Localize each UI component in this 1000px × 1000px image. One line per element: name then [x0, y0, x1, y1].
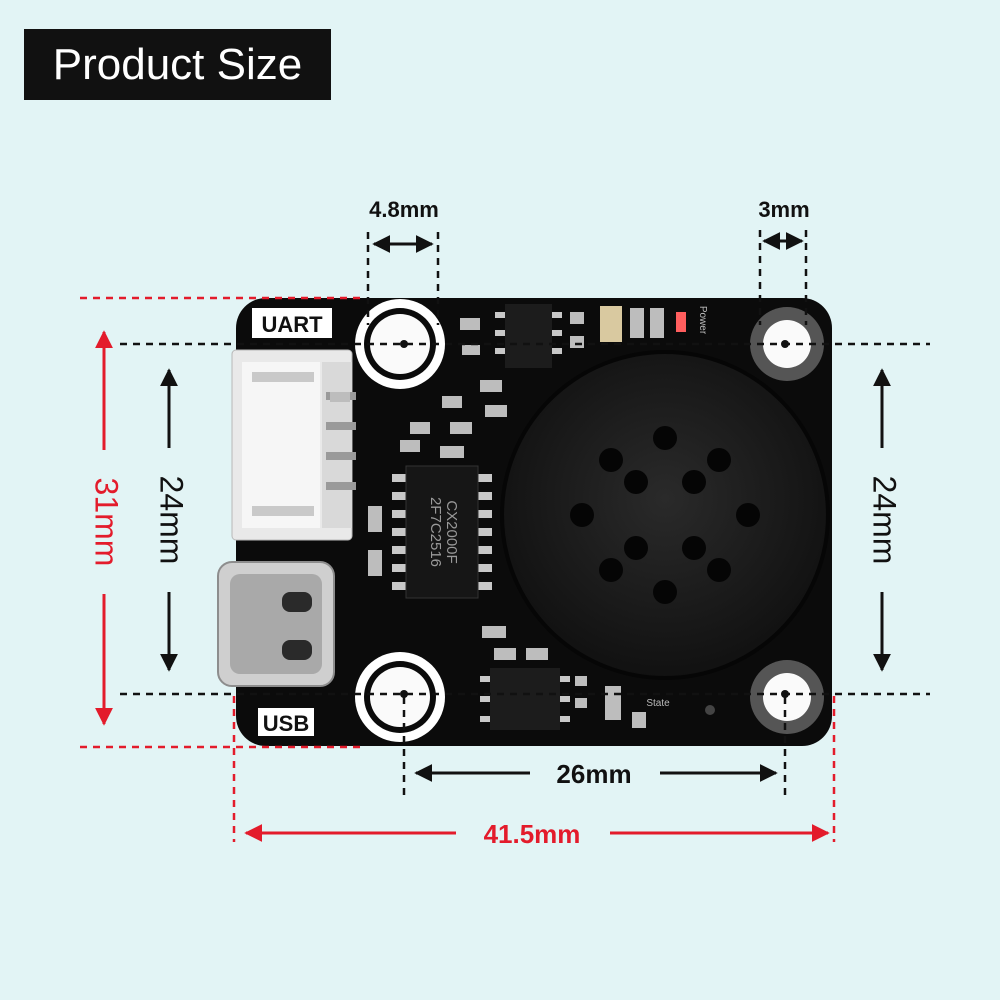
via-dot [705, 705, 715, 715]
red-dimension-guides [80, 296, 836, 842]
dimension-guides [120, 230, 930, 800]
title-banner: Product Size [24, 29, 331, 100]
main-chip: CX2000F 2F7C2516 [392, 465, 492, 599]
pcb-board: UART USB CX2000F 2F7C2516 [217, 298, 832, 746]
hole-diameter-right-label: 3mm [758, 197, 809, 222]
vertical-spacing-left-label: 24mm [154, 476, 190, 565]
usb-c-connector [217, 561, 335, 687]
small-chip-top [495, 304, 562, 368]
uart-label: UART [261, 312, 323, 337]
speaker [500, 350, 830, 680]
smd-components [330, 306, 686, 728]
page-title: Product Size [52, 40, 303, 89]
power-label: Power [697, 306, 708, 335]
hole-diameter-left-label: 4.8mm [369, 197, 439, 222]
chip-label-1: CX2000F [443, 500, 460, 563]
height-total-label: 31mm [89, 478, 125, 567]
horizontal-spacing-label: 26mm [556, 759, 631, 789]
small-chip-bottom [480, 668, 570, 730]
uart-connector [231, 349, 356, 541]
width-total-label: 41.5mm [484, 819, 581, 849]
vertical-spacing-right-label: 24mm [867, 476, 903, 565]
chip-label-2: 2F7C2516 [427, 497, 444, 567]
center-dots [400, 340, 789, 698]
usb-label: USB [263, 711, 309, 736]
state-label: State [646, 698, 670, 709]
mounting-hole-bottom-left [355, 652, 445, 742]
